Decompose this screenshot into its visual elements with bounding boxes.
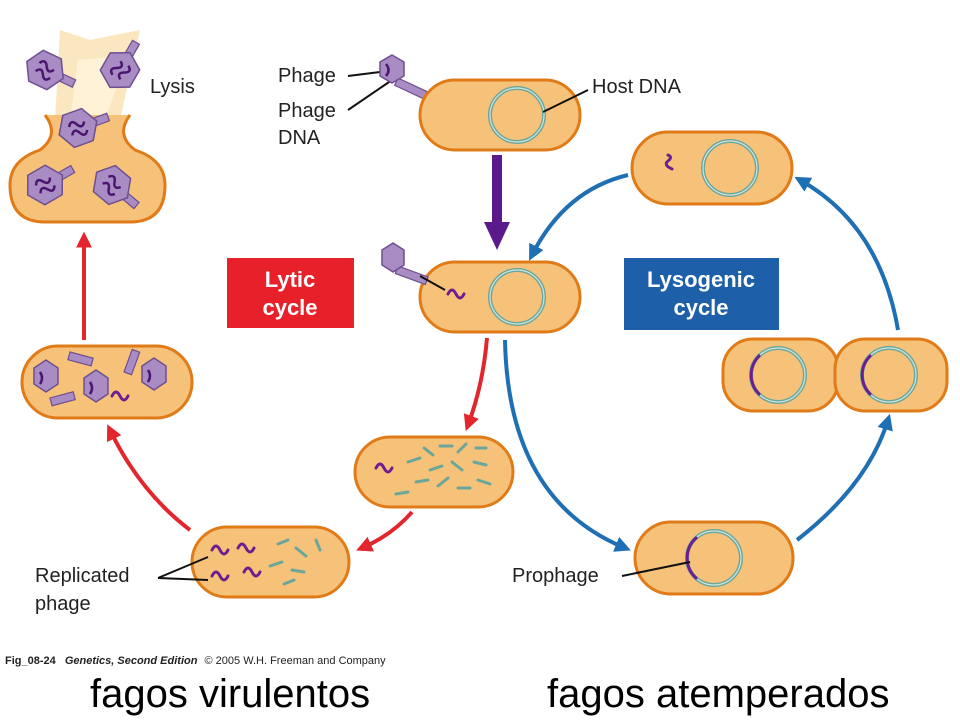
infected-cell-top [379,54,582,152]
phage-dna-degraded [374,462,394,474]
arrow-lysogenic-divide [795,413,893,542]
figure-credit: Fig_08-24 Genetics, Second Edition © 200… [5,655,386,667]
prophage-segment-left [749,354,761,396]
lysogenic-label-line2: cycle [673,295,728,320]
injecting-phage-icon [381,242,405,273]
caption-virulent: fagos virulentos [90,672,371,716]
host-cell-replicated [190,525,351,599]
phage-label: Phage [278,65,336,87]
free-phage-dna [664,153,674,171]
replicated-phage-cell [190,525,351,599]
infected-cell-center [381,242,582,334]
prophage-leader-line [621,561,691,577]
host-dna-fragments [394,442,492,496]
prophage-segment-right [860,354,872,396]
replicated-label-line1: Replicated [35,565,130,587]
lysis-cell [8,30,167,224]
host-dna-leader-line [542,89,589,113]
injected-phage-dna [446,288,466,300]
credit-rest: © 2005 W.H. Freeman and Company [205,655,387,667]
arrow-lysogenic-continue [794,176,900,331]
lysogenic-cycle-box: Lysogenic cycle [624,258,779,330]
prophage-cell [633,520,795,596]
host-dna-label: Host DNA [592,76,682,98]
lytic-label-line1: Lytic [265,267,316,292]
host-cell-prophage [633,520,795,596]
dividing-cells [721,337,949,413]
lytic-cycle-box: Lytic cycle [227,258,354,328]
replicated-label-line2: phage [35,593,91,615]
infection-arrow [484,155,510,250]
phage-dna-label-line1: Phage [278,100,336,122]
daughter-cell-right [833,337,949,413]
host-cell-center [418,260,582,334]
degraded-dna-cell [353,435,515,509]
attached-phage-icon [379,54,405,84]
replicated-leader-1 [157,556,209,579]
arrow-lytic-assemble [106,424,192,532]
arrow-lysogenic-reenter [529,173,629,261]
credit-book: Genetics, Second Edition [65,655,198,667]
host-cell-degraded [353,435,515,509]
arrow-lytic-degrade [463,337,489,431]
lysis-label: Lysis [150,76,195,98]
phage-dna-leader-line [347,79,393,111]
arrow-lytic-replicate [356,510,414,552]
lysogenic-label-line1: Lysogenic [647,267,755,292]
phage-dna-label-line2: DNA [278,127,321,149]
lytic-label-line2: cycle [262,295,317,320]
credit-fig: Fig_08-24 [5,655,57,667]
host-cell-lysogenic-top [630,130,794,206]
lysogenic-cell-top [630,130,794,206]
integrated-prophage [685,536,698,580]
phage-leader-line [347,71,381,77]
caption-temperate: fagos atemperados [547,672,890,716]
assembly-cell [20,344,194,420]
replicated-leader-2 [157,577,209,581]
prophage-label: Prophage [512,565,599,587]
arrow-lysogenic-integrate [503,339,631,552]
host-cell-top [418,78,582,152]
